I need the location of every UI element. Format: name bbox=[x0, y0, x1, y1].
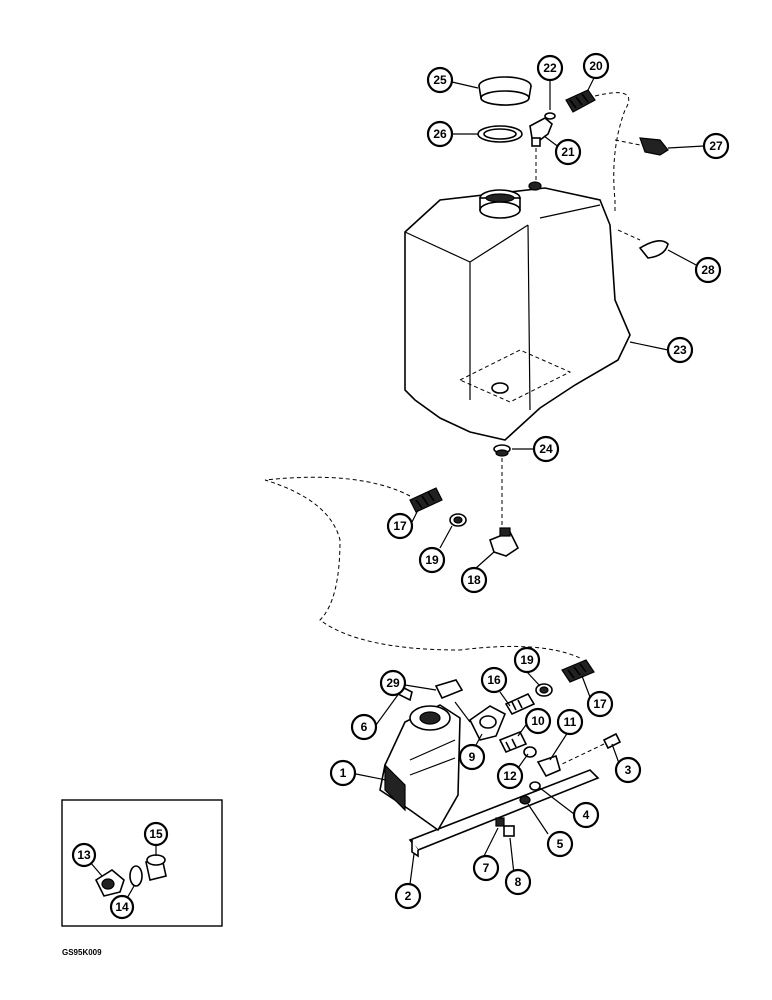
callout-12: 12 bbox=[496, 762, 524, 790]
callout-20: 20 bbox=[582, 52, 610, 80]
callout-9: 9 bbox=[458, 743, 486, 771]
callout-1: 1 bbox=[329, 759, 357, 787]
callout-label: 12 bbox=[503, 769, 517, 783]
callout-4: 4 bbox=[572, 801, 600, 829]
figure-code: GS95K009 bbox=[62, 948, 102, 957]
callout-label: 4 bbox=[583, 808, 590, 822]
callout-label: 25 bbox=[433, 73, 447, 87]
pump-assembly bbox=[379, 659, 622, 858]
callout-8: 8 bbox=[504, 868, 532, 896]
callout-5: 5 bbox=[546, 830, 574, 858]
callout-24: 24 bbox=[532, 435, 560, 463]
callout-17: 17 bbox=[586, 690, 614, 718]
callout-27: 27 bbox=[702, 132, 730, 160]
callout-15: 15 bbox=[143, 821, 169, 847]
callout-label: 16 bbox=[487, 673, 501, 687]
callout-label: 22 bbox=[543, 61, 557, 75]
callout-label: 5 bbox=[557, 837, 564, 851]
callout-3: 3 bbox=[614, 756, 642, 784]
callout-label: 8 bbox=[515, 875, 522, 889]
callout-29: 29 bbox=[379, 669, 407, 697]
callout-11: 11 bbox=[556, 708, 584, 736]
grommet bbox=[493, 444, 511, 530]
callout-label: 27 bbox=[709, 139, 723, 153]
callout-label: 28 bbox=[701, 263, 715, 277]
tie-strap bbox=[617, 229, 669, 259]
callout-label: 1 bbox=[340, 766, 347, 780]
callout-13: 13 bbox=[71, 842, 97, 868]
reservoir-tank bbox=[404, 181, 631, 441]
callout-7: 7 bbox=[472, 854, 500, 882]
callout-28: 28 bbox=[694, 256, 722, 284]
callout-label: 6 bbox=[361, 720, 368, 734]
callout-label: 2 bbox=[405, 889, 412, 903]
callout-label: 19 bbox=[520, 653, 534, 667]
callout-26: 26 bbox=[426, 120, 454, 148]
elbow-fitting-mid bbox=[489, 527, 520, 557]
callout-label: 21 bbox=[561, 145, 575, 159]
callout-2: 2 bbox=[394, 882, 422, 910]
elbow-fitting bbox=[529, 117, 553, 180]
callout-label: 14 bbox=[115, 900, 129, 914]
gasket-ring bbox=[477, 125, 523, 143]
callout-label: 26 bbox=[433, 127, 447, 141]
callout-label: 10 bbox=[531, 714, 545, 728]
filler-cap bbox=[478, 76, 532, 106]
callout-label: 9 bbox=[469, 750, 476, 764]
hose-clamp-mid bbox=[449, 513, 467, 527]
hose-top bbox=[565, 89, 630, 212]
callout-label: 24 bbox=[539, 442, 553, 456]
hose-mid bbox=[264, 476, 581, 659]
callout-23: 23 bbox=[666, 336, 694, 364]
callout-label: 23 bbox=[673, 343, 687, 357]
callout-label: 29 bbox=[386, 676, 400, 690]
callout-16: 16 bbox=[480, 666, 508, 694]
callout-label: 18 bbox=[467, 573, 481, 587]
callout-label: 7 bbox=[483, 861, 490, 875]
callout-10: 10 bbox=[524, 707, 552, 735]
callout-19: 19 bbox=[513, 646, 541, 674]
hose-clamp bbox=[614, 137, 669, 156]
callout-label: 17 bbox=[393, 519, 407, 533]
callout-14: 14 bbox=[109, 894, 135, 920]
leader-lines bbox=[89, 77, 705, 901]
callout-21: 21 bbox=[554, 138, 582, 166]
callout-25: 25 bbox=[426, 66, 454, 94]
callout-22: 22 bbox=[536, 54, 564, 82]
callout-label: 13 bbox=[77, 848, 91, 862]
callout-6: 6 bbox=[350, 713, 378, 741]
callout-label: 19 bbox=[425, 553, 439, 567]
callout-label: 17 bbox=[593, 697, 607, 711]
callout-label: 11 bbox=[564, 715, 577, 729]
callout-label: 20 bbox=[589, 59, 603, 73]
callout-18: 18 bbox=[460, 566, 488, 594]
callout-label: 15 bbox=[149, 827, 163, 841]
callout-label: 3 bbox=[625, 763, 632, 777]
callout-19: 19 bbox=[418, 546, 446, 574]
callout-17: 17 bbox=[386, 512, 414, 540]
o-ring bbox=[544, 112, 556, 120]
